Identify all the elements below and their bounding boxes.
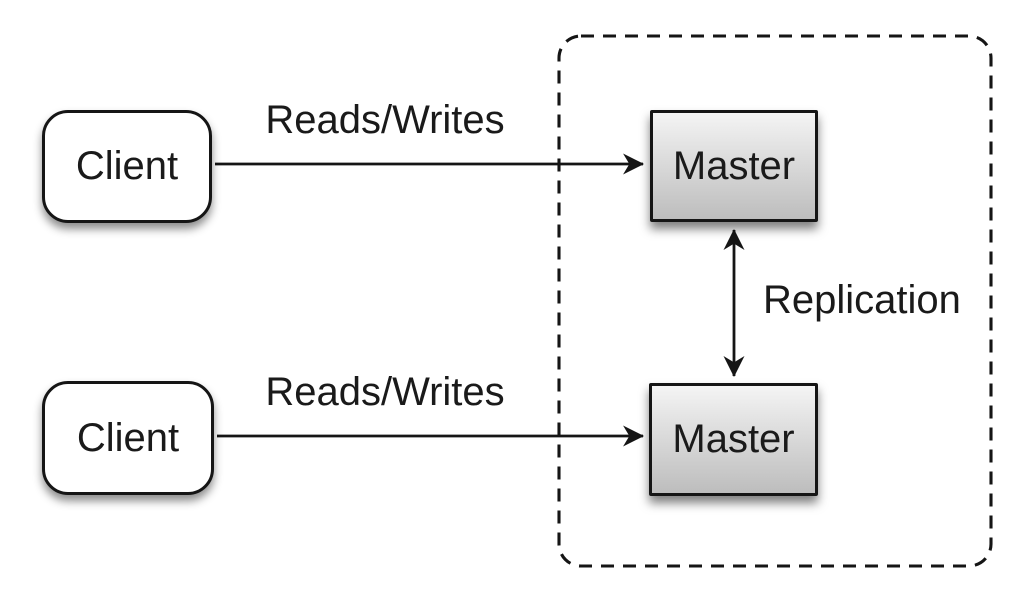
master-top-label: Master [672, 143, 796, 188]
reads-writes-top-label: Reads/Writes [265, 98, 505, 142]
client-top-node: Client [42, 110, 212, 223]
replication-label: Replication [763, 278, 961, 322]
reads-writes-bottom-label: Reads/Writes [265, 370, 505, 414]
master-bottom-label: Master [672, 417, 795, 461]
master-cluster-dashed-border [557, 34, 993, 568]
client-top-label: Client [75, 144, 179, 188]
client-bottom-node: Client [42, 381, 214, 495]
client-bottom-label: Client [76, 415, 180, 460]
master-bottom-node: Master [649, 383, 818, 496]
master-top-node: Master [650, 110, 818, 222]
